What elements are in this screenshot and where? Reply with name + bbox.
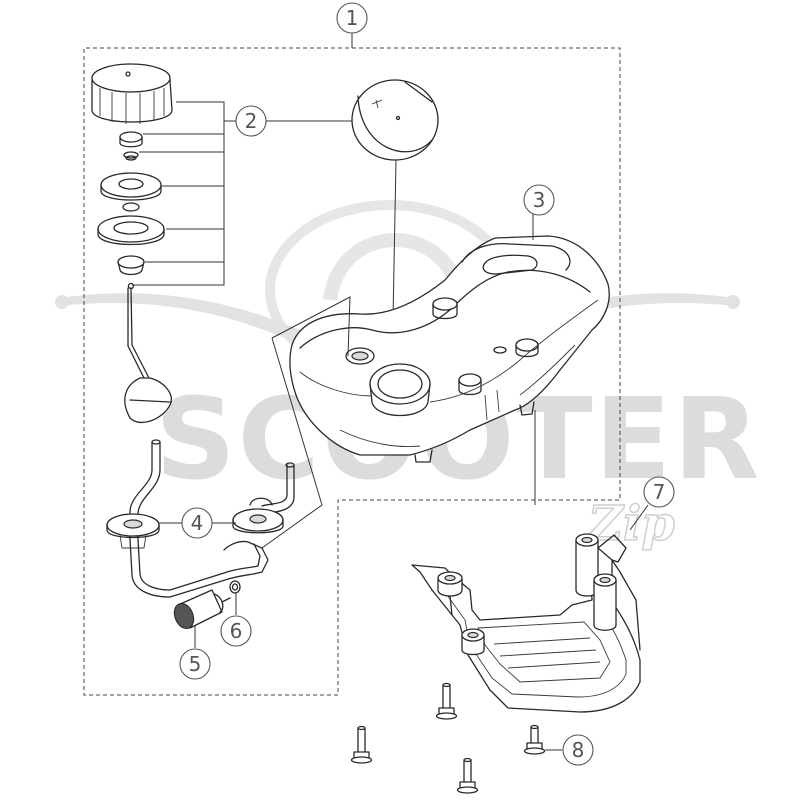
callout-4-label: 4 [191,511,204,535]
cap-washer [119,131,143,148]
cap-gasket [100,172,162,201]
leader-tank-to-sender [261,296,351,549]
callout-7: 7 [643,476,675,508]
callout-2-label: 2 [245,109,258,133]
callout-3: 3 [523,184,555,216]
cap-tether-strap [124,282,172,423]
tank-bracket [411,533,641,713]
bolt-3 [523,724,546,755]
cap-oring [122,202,140,212]
bolt-2 [350,725,373,764]
callout-8-label: 8 [572,738,585,762]
fuel-pickup-tube-left [106,439,171,598]
leader-7 [629,504,649,531]
fuel-sender-right [232,462,295,534]
filler-strainer [117,255,145,276]
bracket-posts [437,533,617,656]
callout-6: 6 [220,615,252,647]
bolt-4 [456,757,479,794]
callout-2: 2 [235,105,267,137]
callout-7-label: 7 [653,480,666,504]
fuel-cap [91,63,173,124]
cap-clip [123,151,139,161]
callout-3-label: 3 [533,188,546,212]
assembly-boundary [83,47,621,696]
callout-1: 1 [336,2,368,34]
fuel-cap-top-view [351,79,439,161]
callout-1-label: 1 [346,6,359,30]
callout-4: 4 [181,507,213,539]
leader-2 [132,101,355,286]
bolt-1 [435,682,458,720]
fuel-filter [173,589,231,630]
callout-6-label: 6 [230,619,243,643]
fuel-tank [289,235,610,463]
callout-5-label: 5 [189,652,202,676]
filler-plate [97,215,165,246]
callout-8: 8 [562,734,594,766]
callout-5: 5 [179,648,211,680]
fuel-hose [169,540,269,598]
hose-clamp [229,580,241,594]
